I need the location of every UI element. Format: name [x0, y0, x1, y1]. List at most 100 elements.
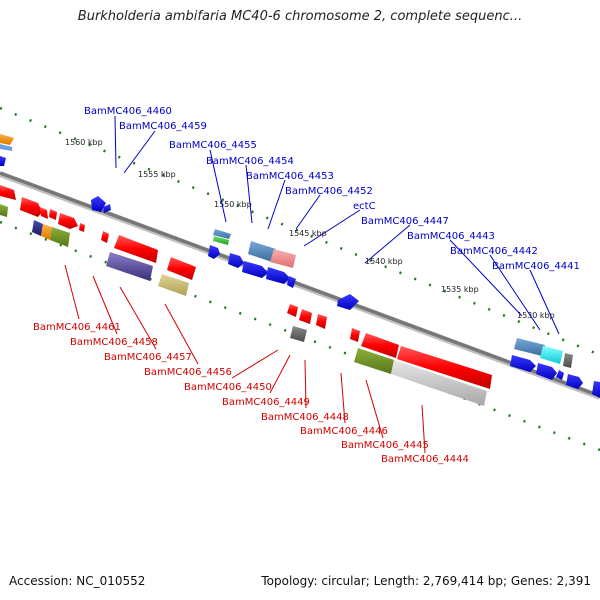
label-leader-line: [119, 286, 157, 350]
gene-arrow[interactable]: [103, 204, 111, 213]
label-leader-line: [267, 179, 286, 230]
gene-arrow[interactable]: [287, 276, 296, 288]
gene-arrow[interactable]: [106, 252, 153, 281]
gene-arrow[interactable]: [270, 249, 296, 268]
gene-arrow[interactable]: [397, 346, 492, 389]
accession-text: Accession: NC_010552: [9, 574, 146, 588]
label-leader-line: [123, 130, 156, 174]
gene-label-reverse[interactable]: BamMC406_4448: [261, 412, 349, 423]
label-leader-line: [209, 149, 227, 223]
gene-arrow[interactable]: [49, 209, 57, 220]
gene-label-forward[interactable]: BamMC406_4452: [285, 186, 373, 197]
gene-arrow[interactable]: [79, 223, 85, 232]
gene-arrow[interactable]: [0, 185, 16, 200]
gene-arrow[interactable]: [50, 227, 70, 247]
gene-label-forward[interactable]: BamMC406_4460: [84, 106, 172, 117]
scale-tick-label: 1545 kbp: [289, 229, 327, 238]
gene-arrow[interactable]: [41, 224, 52, 240]
gene-arrow[interactable]: [510, 355, 536, 372]
gene-label-forward[interactable]: BamMC406_4441: [492, 261, 580, 272]
gene-arrow[interactable]: [20, 197, 42, 217]
reverse-gene-labels: BamMC406_4461 BamMC406_4458 BamMC406_445…: [33, 264, 469, 465]
scale-tick-label: 1560 kbp: [65, 138, 103, 147]
gene-arrow[interactable]: [299, 309, 312, 324]
gene-arrow[interactable]: [40, 207, 48, 219]
gene-arrow[interactable]: [0, 134, 14, 145]
gene-arrow[interactable]: [361, 333, 399, 358]
label-leader-line: [64, 264, 80, 320]
label-leader-line: [114, 115, 117, 169]
gene-arrow[interactable]: [0, 144, 12, 151]
scale-tick-label: 1550 kbp: [214, 200, 252, 209]
gene-arrow[interactable]: [563, 353, 573, 368]
gene-arrow[interactable]: [32, 220, 43, 236]
gene-label-reverse[interactable]: BamMC406_4461: [33, 322, 121, 333]
gene-arrow[interactable]: [316, 314, 327, 329]
gene-label-reverse[interactable]: BamMC406_4449: [222, 397, 310, 408]
label-leader-line: [340, 372, 346, 424]
gene-arrow[interactable]: [213, 236, 229, 245]
gene-arrow[interactable]: [337, 294, 359, 310]
gene-label-forward[interactable]: ectC: [353, 201, 376, 212]
genome-summary-text: Topology: circular; Length: 2,769,414 bp…: [261, 574, 591, 588]
label-leader-line: [489, 254, 541, 331]
gene-arrow[interactable]: [213, 229, 231, 239]
scale-tick-label: 1535 kbp: [441, 285, 479, 294]
gene-arrow[interactable]: [91, 196, 106, 212]
gene-arrow[interactable]: [101, 231, 109, 243]
gene-label-forward[interactable]: BamMC406_4459: [119, 121, 207, 132]
gene-label-reverse[interactable]: BamMC406_4450: [184, 382, 272, 393]
gene-arrow[interactable]: [0, 156, 6, 166]
gene-arrow[interactable]: [350, 328, 360, 342]
gene-arrow[interactable]: [566, 374, 583, 389]
gene-arrow[interactable]: [514, 338, 545, 356]
label-leader-line: [449, 239, 523, 317]
reverse-strand-genes: [0, 185, 492, 406]
label-leader-line: [304, 359, 307, 409]
gene-label-reverse[interactable]: BamMC406_4445: [341, 440, 429, 451]
gene-arrow[interactable]: [58, 213, 78, 229]
label-leader-line: [295, 194, 321, 230]
gene-arrow[interactable]: [248, 241, 276, 262]
gene-arrow[interactable]: [114, 235, 158, 263]
label-leader-line: [164, 303, 199, 365]
gene-arrow[interactable]: [167, 257, 196, 280]
gene-arrow[interactable]: [287, 304, 298, 317]
gene-arrow[interactable]: [242, 261, 268, 278]
label-leader-line: [364, 224, 411, 264]
gene-arrow[interactable]: [391, 360, 487, 406]
gene-arrow[interactable]: [158, 274, 189, 296]
label-leader-line: [365, 379, 384, 439]
gene-label-reverse[interactable]: BamMC406_4456: [144, 367, 232, 378]
gene-label-forward[interactable]: BamMC406_4453: [246, 171, 334, 182]
label-leader-line: [421, 404, 426, 454]
gene-label-forward[interactable]: BamMC406_4454: [206, 156, 294, 167]
gene-label-reverse[interactable]: BamMC406_4457: [104, 352, 192, 363]
label-leader-line: [303, 209, 361, 247]
label-leader-line: [92, 275, 118, 335]
gene-arrow[interactable]: [0, 204, 8, 217]
label-leader-line: [231, 349, 279, 379]
gene-label-forward[interactable]: BamMC406_4455: [169, 140, 257, 151]
gene-arrow[interactable]: [208, 245, 220, 259]
gene-label-reverse[interactable]: BamMC406_4458: [70, 337, 158, 348]
gene-label-forward[interactable]: BamMC406_4447: [361, 216, 449, 227]
gene-label-forward[interactable]: BamMC406_4443: [407, 231, 495, 242]
forward-strand-genes: [0, 134, 600, 398]
label-leader-line: [269, 354, 291, 394]
gene-arrow[interactable]: [540, 346, 563, 364]
gene-arrow[interactable]: [266, 267, 290, 284]
scale-tick-label: 1540 kbp: [365, 257, 403, 266]
gene-label-reverse[interactable]: BamMC406_4444: [381, 454, 469, 465]
gene-arrow[interactable]: [228, 253, 244, 268]
gene-arrow[interactable]: [536, 363, 557, 380]
forward-gene-labels: BamMC406_4460 BamMC406_4459 BamMC406_445…: [84, 106, 580, 335]
label-leader-line: [245, 164, 253, 224]
gene-arrow[interactable]: [354, 348, 394, 374]
gene-arrow[interactable]: [592, 381, 600, 398]
gene-label-forward[interactable]: BamMC406_4442: [450, 246, 538, 257]
map-title: Burkholderia ambifaria MC40-6 chromosome…: [77, 9, 523, 24]
gene-arrow[interactable]: [556, 370, 564, 380]
gene-label-reverse[interactable]: BamMC406_4446: [300, 426, 388, 437]
gene-arrow[interactable]: [290, 326, 307, 342]
